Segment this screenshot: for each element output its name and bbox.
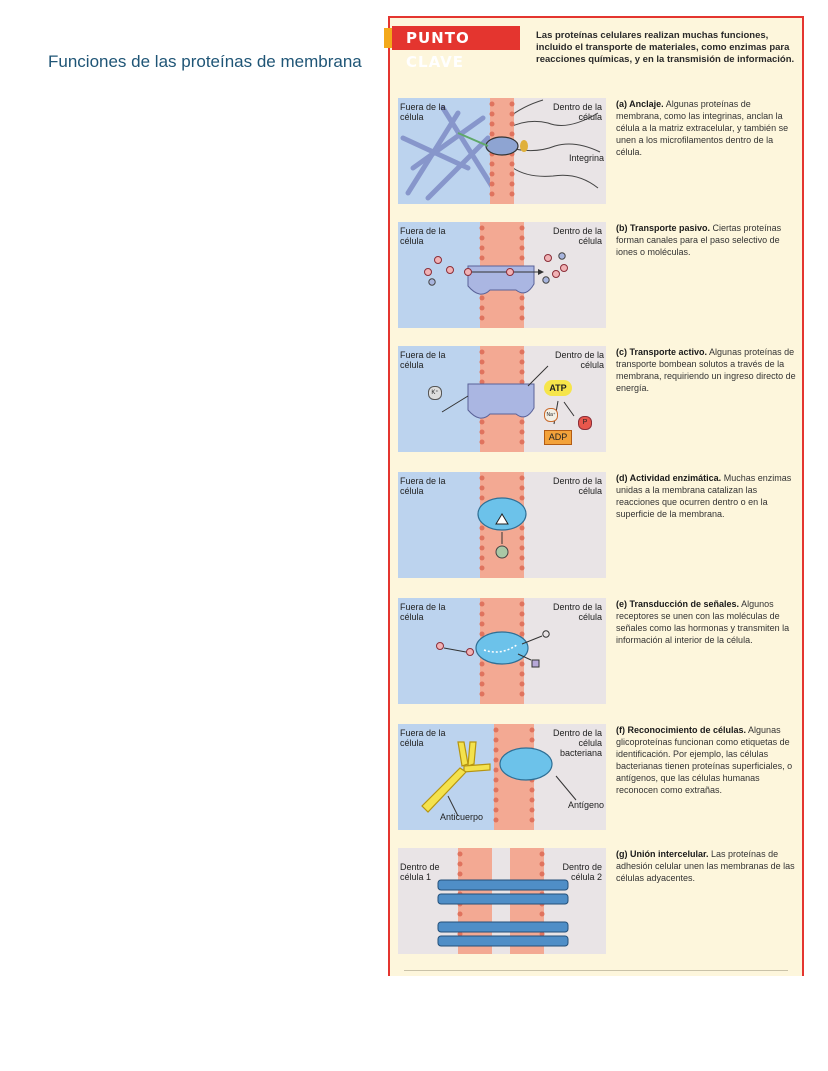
figure-anchoring: Fuera de la célula Dentro de la célula I… [398, 98, 606, 204]
label-cell1: Dentro de célula 1 [400, 862, 440, 882]
atp-badge: ATP [544, 380, 572, 396]
signal-transduction-text: Algunos receptores se unen con las moléc… [616, 599, 790, 645]
anchoring-description: (a) Anclaje. Algunas proteínas de membra… [616, 98, 798, 158]
passive-transport-text: Ciertas proteínas forman canales para el… [616, 223, 782, 257]
item-signal-transduction: Fuera de la célula Dentro de la célula (… [398, 598, 798, 706]
item-anchoring: Fuera de la célula Dentro de la célula I… [398, 98, 798, 206]
intercellular-junction-text: Las proteínas de adhesión celular unen l… [616, 849, 795, 883]
passive-transport-title: (b) Transporte pasivo. [616, 223, 711, 233]
enzymatic-activity-title: (d) Actividad enzimática. [616, 473, 722, 483]
passive-transport-description: (b) Transporte pasivo. Ciertas proteínas… [616, 222, 798, 258]
enzymatic-activity-description: (d) Actividad enzimática. Muchas enzimas… [616, 472, 798, 520]
label-outside: Fuera de la célula [400, 226, 446, 246]
label-inside: Dentro de la célula [554, 350, 604, 370]
active-transport-title: (c) Transporte activo. [616, 347, 708, 357]
active-transport-description: (c) Transporte activo. Algunas proteínas… [616, 346, 798, 394]
label-outside: Fuera de la célula [400, 728, 446, 748]
label-antigen: Antígeno [567, 800, 604, 810]
cell-recognition-text: Algunas glicoproteínas funcionan como et… [616, 725, 793, 795]
slide-title: Funciones de las proteínas de membrana [48, 52, 362, 71]
figure-signal-transduction: Fuera de la célula Dentro de la célula [398, 598, 606, 704]
adp-badge: ADP [544, 430, 572, 445]
ion-potassium: K⁺ [428, 386, 442, 400]
label-inside: Dentro de la célula [552, 602, 602, 622]
enzymatic-activity-text: Muchas enzimas unidas a la membrana cata… [616, 473, 792, 519]
item-active-transport: Fuera de la célula Dentro de la célula A… [398, 346, 798, 454]
ion-sodium: Na⁺ [544, 408, 558, 422]
intercellular-junction-title: (g) Unión intercelular. [616, 849, 709, 859]
label-outside: Fuera de la célula [400, 102, 446, 122]
label-inside: Dentro de la célula bacteriana [552, 728, 602, 758]
label-outside: Fuera de la célula [400, 602, 446, 622]
intercellular-junction-description: (g) Unión intercelular. Las proteínas de… [616, 848, 798, 884]
label-antibody: Anticuerpo [440, 812, 484, 822]
phosphate-badge: P [578, 416, 592, 430]
badge-tab-decoration [384, 28, 394, 48]
label-outside: Fuera de la célula [400, 350, 446, 370]
signal-transduction-description: (e) Transducción de señales. Algunos rec… [616, 598, 798, 646]
key-concept-panel: PUNTO CLAVE Las proteínas celulares real… [384, 16, 804, 976]
figure-enzymatic-activity: Fuera de la célula Dentro de la célula [398, 472, 606, 578]
item-intercellular-junction: Dentro de célula 1 Dentro de célula 2 (g… [398, 848, 798, 956]
anchoring-title: (a) Anclaje. [616, 99, 664, 109]
panel-header: PUNTO CLAVE Las proteínas celulares real… [384, 18, 802, 98]
active-transport-text: Algunas proteínas de transporte bombean … [616, 347, 796, 393]
figure-active-transport: Fuera de la célula Dentro de la célula A… [398, 346, 606, 452]
label-cell2: Dentro de célula 2 [562, 862, 602, 882]
item-passive-transport: Fuera de la célula Dentro de la célula (… [398, 222, 798, 330]
cell-recognition-title: (f) Reconocimiento de células. [616, 725, 747, 735]
key-concept-badge: PUNTO CLAVE [392, 26, 520, 71]
label-inside: Dentro de la célula [552, 476, 602, 496]
figure-intercellular-junction: Dentro de célula 1 Dentro de célula 2 [398, 848, 606, 954]
cell-recognition-description: (f) Reconocimiento de células. Algunas g… [616, 724, 798, 796]
label-inside: Dentro de la célula [552, 102, 602, 122]
figure-passive-transport: Fuera de la célula Dentro de la célula [398, 222, 606, 328]
label-integrin: Integrina [568, 153, 604, 163]
footer-divider [404, 970, 788, 971]
label-inside: Dentro de la célula [552, 226, 602, 246]
item-cell-recognition: Fuera de la célula Dentro de la célula b… [398, 724, 798, 832]
signal-transduction-title: (e) Transducción de señales. [616, 599, 740, 609]
label-outside: Fuera de la célula [400, 476, 446, 496]
anchoring-text: Algunas proteínas de membrana, como las … [616, 99, 789, 157]
intro-text: Las proteínas celulares realizan muchas … [536, 30, 795, 65]
figure-cell-recognition: Fuera de la célula Dentro de la célula b… [398, 724, 606, 830]
item-enzymatic-activity: Fuera de la célula Dentro de la célula (… [398, 472, 798, 580]
